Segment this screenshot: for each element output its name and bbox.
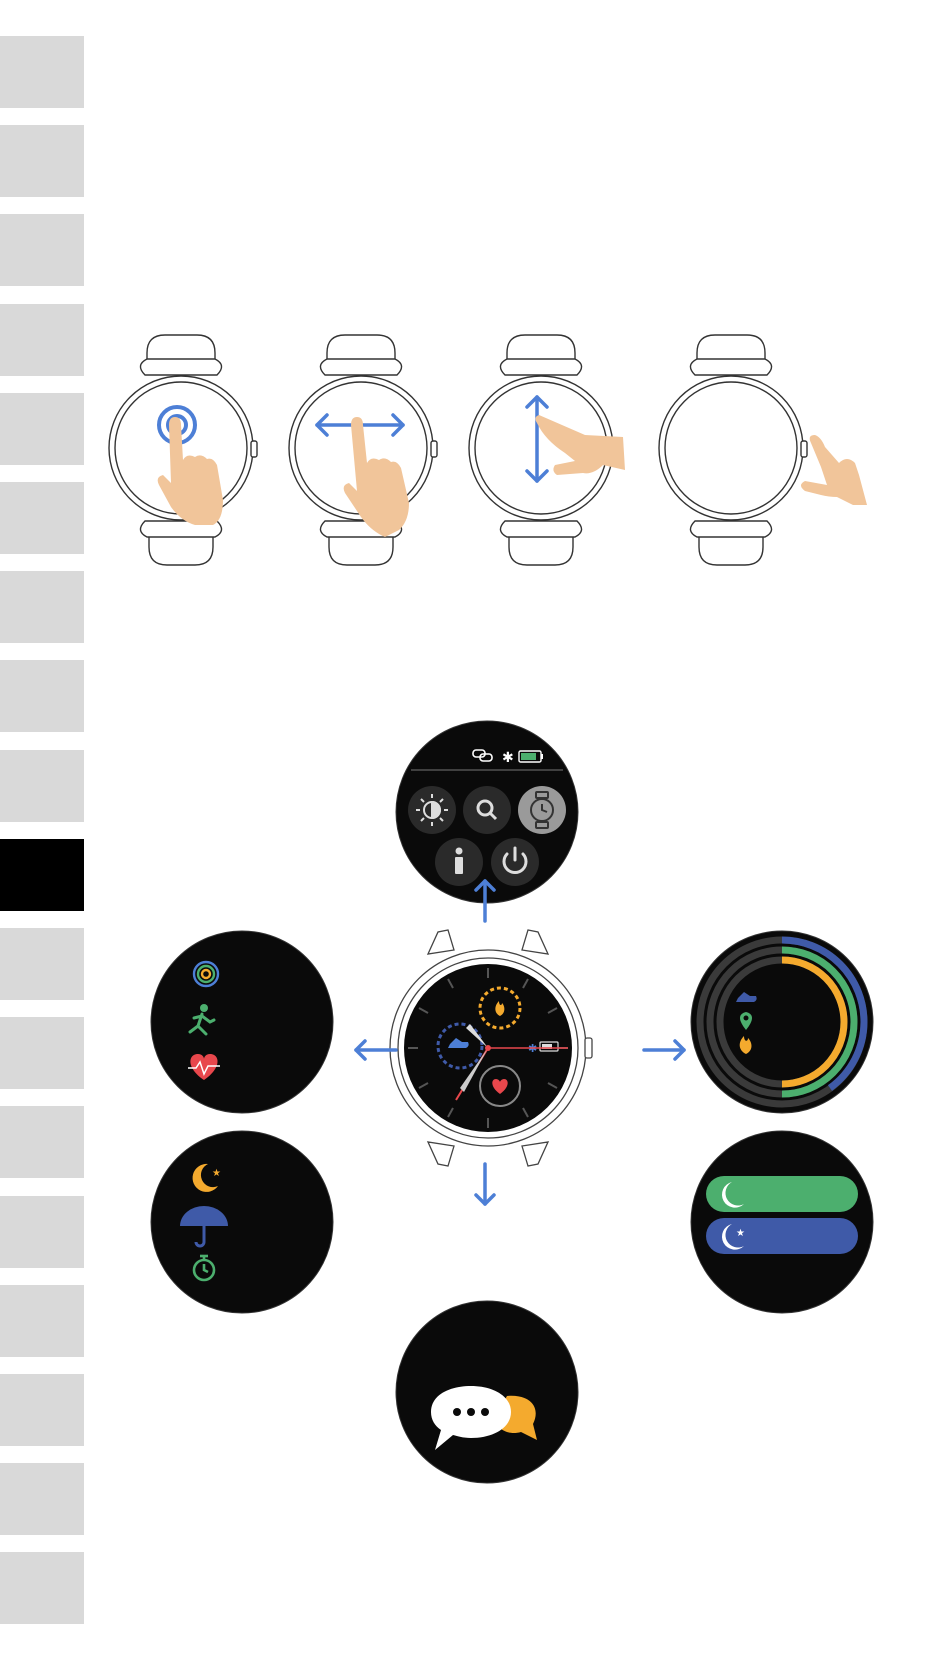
side-tab: [0, 36, 84, 108]
messages-screen: [395, 1300, 579, 1484]
side-tab: [0, 1017, 84, 1089]
extras-screen: ★: [150, 1130, 334, 1314]
activity-rings-screen: [690, 930, 874, 1114]
section-tab-strip: [0, 0, 84, 1663]
side-tab: [0, 660, 84, 732]
side-tab: [0, 214, 84, 286]
screen-navigation-diagram: ✱: [150, 720, 890, 1500]
arrow-up-icon: [471, 875, 499, 925]
sleep-modes-screen: ★: [690, 1130, 874, 1314]
side-tab: [0, 571, 84, 643]
side-tab: [0, 1374, 84, 1446]
bluetooth-icon: ✱: [502, 750, 514, 766]
side-tab: [0, 750, 84, 822]
arrow-down-icon: [471, 1160, 499, 1210]
svg-text:★: ★: [212, 1168, 221, 1179]
arrow-left-icon: [350, 1036, 400, 1064]
side-tab: [0, 482, 84, 554]
side-tab: [0, 125, 84, 197]
side-tab: [0, 1106, 84, 1178]
activity-screen: [150, 930, 334, 1114]
side-tab: [0, 304, 84, 376]
side-tab: [0, 1196, 84, 1268]
side-tab: [0, 1463, 84, 1535]
side-tab: [0, 928, 84, 1000]
press-button-gesture: [645, 325, 875, 575]
swipe-vertical-gesture: [465, 325, 665, 575]
watch-face-center: ✱: [378, 928, 598, 1168]
tap-gesture: [105, 325, 305, 575]
arrow-right-icon: [640, 1036, 690, 1064]
side-tab: [0, 1552, 84, 1624]
hand-icon: [801, 435, 867, 505]
svg-text:★: ★: [736, 1228, 745, 1239]
side-tab: [0, 393, 84, 465]
swipe-horizontal-gesture: [285, 325, 485, 575]
side-tab: [0, 1285, 84, 1357]
side-tab-active: [0, 839, 84, 911]
gesture-illustrations: [105, 325, 945, 575]
info-icon: [455, 848, 463, 875]
